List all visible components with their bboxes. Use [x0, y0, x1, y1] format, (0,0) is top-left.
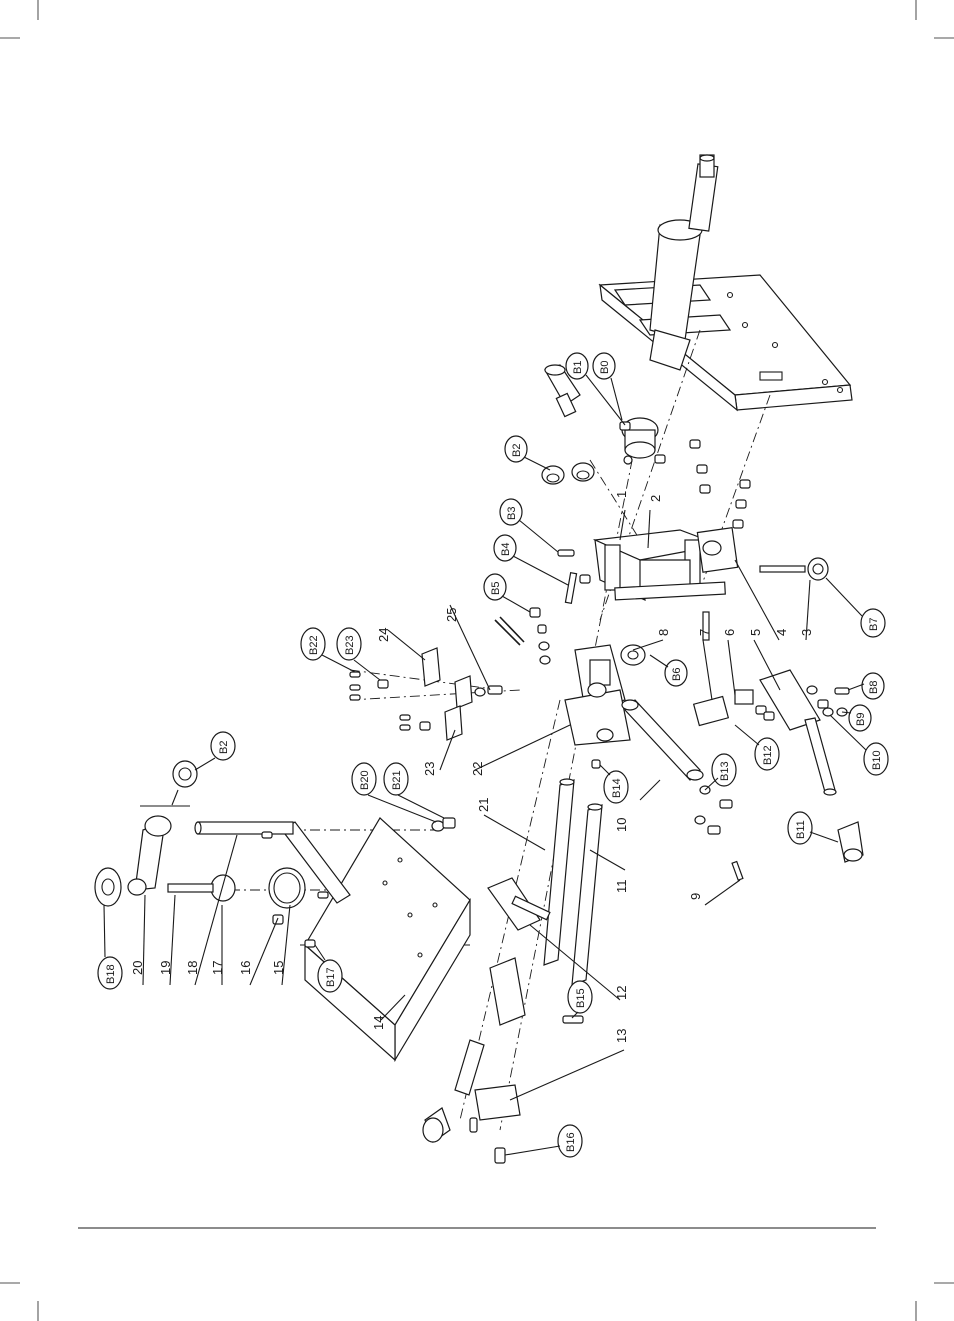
bubble-b21: B21	[384, 763, 408, 795]
bubble-b10: B10	[864, 743, 888, 775]
part-label-1: 1	[614, 491, 629, 498]
bolt-set-b3-b4-b5	[530, 550, 590, 664]
ring-16	[269, 868, 305, 908]
guide-bars-21-11	[544, 779, 602, 985]
screw-column	[760, 558, 828, 580]
base-frame	[600, 275, 852, 410]
svg-text:B3: B3	[506, 507, 518, 520]
part-label-16: 16	[238, 961, 253, 975]
part-label-22: 22	[470, 762, 485, 776]
roller-10	[622, 700, 703, 780]
part-label-19: 19	[158, 961, 173, 975]
part-label-15: 15	[271, 961, 286, 975]
part-label-24: 24	[376, 628, 391, 642]
part-label-12: 12	[614, 986, 629, 1000]
svg-text:B20: B20	[359, 770, 371, 790]
svg-text:B13: B13	[719, 761, 731, 781]
svg-text:B22: B22	[308, 635, 320, 655]
svg-text:B14: B14	[611, 778, 623, 798]
svg-text:B2: B2	[218, 741, 230, 754]
table-14	[305, 818, 470, 1060]
svg-text:B10: B10	[871, 750, 883, 770]
bubble-b13: B13	[712, 754, 736, 786]
part-label-2: 2	[648, 495, 663, 502]
part-label-10: 10	[614, 818, 629, 832]
bubble-b6: B6	[665, 660, 687, 686]
svg-text:B6: B6	[671, 668, 683, 681]
part-label-6: 6	[722, 629, 737, 636]
plate-12	[488, 878, 550, 930]
part-label-13: 13	[614, 1029, 629, 1043]
svg-text:B23: B23	[344, 635, 356, 655]
svg-text:B12: B12	[762, 745, 774, 765]
part-label-9: 9	[688, 893, 703, 900]
link-plates-23-24-25	[350, 648, 502, 740]
part-label-7: 7	[697, 629, 712, 636]
callout-bubbles: B0 B1 B2 B3 B4 B5 B6 B7 B8 B9 B10 B11 B1…	[98, 353, 888, 1157]
long-rod	[495, 617, 524, 645]
part-label-4: 4	[774, 629, 789, 636]
end-cap-b11	[838, 822, 863, 862]
bubble-b0: B0	[593, 353, 615, 379]
part-label-5: 5	[748, 629, 763, 636]
part-label-8: 8	[656, 629, 671, 636]
part-label-18: 18	[185, 961, 200, 975]
svg-text:B16: B16	[565, 1132, 577, 1152]
bubble-b22: B22	[301, 628, 325, 660]
svg-text:B18: B18	[105, 964, 117, 984]
part-label-21: 21	[476, 798, 491, 812]
part-label-3: 3	[799, 629, 814, 636]
bubble-b11: B11	[788, 812, 812, 844]
bubble-b2-lower: B2	[211, 732, 235, 760]
knob-pair-b2	[542, 463, 594, 484]
part-label-11: 11	[614, 880, 629, 894]
svg-text:B5: B5	[490, 582, 502, 595]
part-number-labels: 1 2 3 4 5 6 7 8 9 10 11 12 13 14 15 16 1…	[130, 491, 814, 1043]
carriage-block	[595, 528, 738, 600]
bubble-b1: B1	[566, 353, 588, 379]
bubble-b9: B9	[849, 705, 871, 731]
svg-text:B15: B15	[575, 988, 587, 1008]
svg-text:B17: B17	[325, 967, 337, 987]
svg-text:B9: B9	[855, 713, 867, 726]
part-label-20: 20	[130, 961, 145, 975]
svg-text:B2: B2	[511, 444, 523, 457]
part-label-23: 23	[422, 762, 437, 776]
svg-text:B8: B8	[868, 681, 880, 694]
bubble-b8: B8	[862, 673, 884, 699]
bubble-b4: B4	[494, 535, 516, 561]
bubble-b18: B18	[98, 957, 122, 989]
bubble-b16: B16	[558, 1125, 582, 1157]
svg-text:B1: B1	[572, 361, 584, 374]
bubble-b3: B3	[500, 499, 522, 525]
clamp-block	[565, 645, 645, 745]
bubble-b14: B14	[604, 771, 628, 803]
part-label-14: 14	[371, 1016, 386, 1030]
bubble-b20: B20	[352, 763, 376, 795]
part-label-17: 17	[210, 961, 225, 975]
bubble-b12: B12	[755, 738, 779, 770]
svg-text:B7: B7	[868, 618, 880, 631]
svg-text:B21: B21	[391, 770, 403, 790]
part-label-25: 25	[444, 608, 459, 622]
lever-handle-b1	[545, 365, 658, 464]
bubble-b2-upper: B2	[505, 436, 527, 462]
bubble-b15: B15	[568, 981, 592, 1013]
bubble-b7: B7	[861, 609, 885, 637]
bubble-b17: B17	[318, 960, 342, 992]
leader-lines	[140, 510, 810, 1100]
svg-text:B11: B11	[795, 820, 807, 839]
bubble-b23: B23	[337, 628, 361, 660]
svg-text:B0: B0	[599, 361, 611, 374]
svg-text:B4: B4	[500, 543, 512, 556]
